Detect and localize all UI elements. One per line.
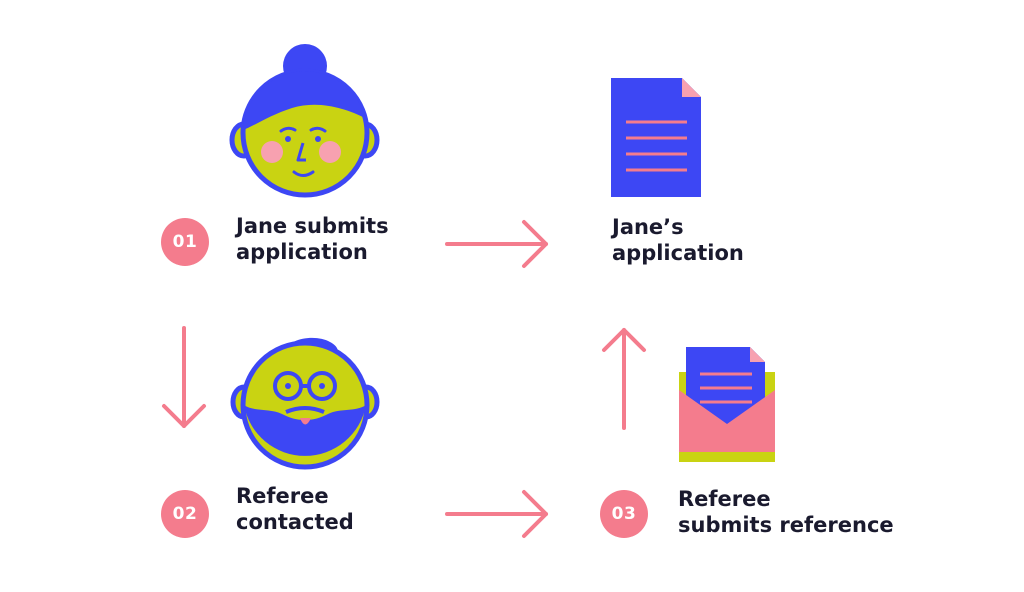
arrow-down-left [162,326,206,428]
step-label-01: Jane submits application [236,213,389,265]
step-label-02-line1: Referee [236,484,329,508]
document-icon [611,78,701,197]
envelope-letter-icon [679,347,775,462]
arrow-right-bottom [445,490,548,538]
document-label-line2: application [612,241,744,265]
step-label-01-line2: application [236,240,368,264]
step-label-03-line2: submits reference [678,513,894,537]
arrow-right-top [445,220,548,268]
step-badge-01: 01 [161,218,209,266]
man-avatar-icon [230,337,380,470]
step-label-01-line1: Jane submits [236,214,389,238]
arrow-up-right [602,328,646,430]
step-badge-02: 02 [161,490,209,538]
step-label-02: Referee contacted [236,483,354,535]
step-label-02-line2: contacted [236,510,354,534]
document-label: Jane’s application [612,214,744,266]
document-label-line1: Jane’s [612,215,684,239]
step-badge-03: 03 [600,490,648,538]
woman-avatar-icon [229,44,380,198]
step-label-03-line1: Referee [678,487,771,511]
step-label-03: Referee submits reference [678,486,894,538]
